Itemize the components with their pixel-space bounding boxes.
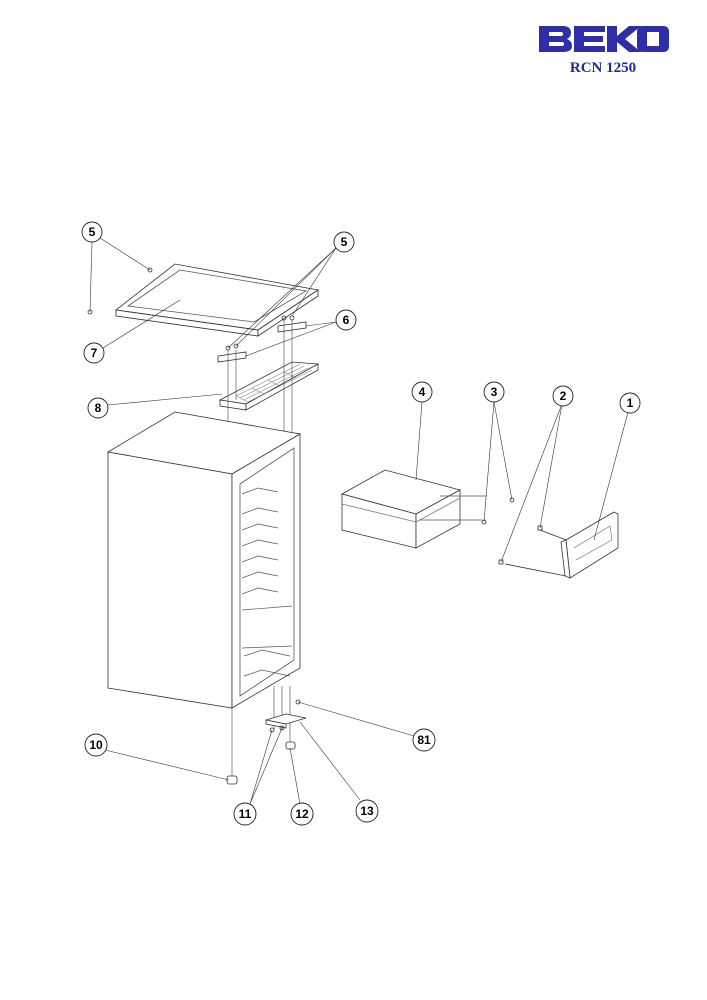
callout-1: 1 [619,392,641,414]
foot-part [226,741,296,785]
svg-text:5: 5 [341,235,348,249]
svg-text:13: 13 [360,804,374,818]
drawer-screw-part [420,495,515,525]
svg-text:1: 1 [627,396,634,410]
front-panel-part [504,511,619,579]
callout-6: 6 [335,309,357,331]
bottom-screw-part [269,699,301,733]
beko-logo [537,24,671,54]
callout-5-left: 5 [81,221,103,243]
callout-3: 3 [483,381,505,403]
svg-text:10: 10 [89,738,103,752]
callout-4: 4 [411,381,433,403]
svg-text:2: 2 [560,389,567,403]
svg-text:3: 3 [491,385,498,399]
hinge-bracket-part [217,321,307,363]
callout-13: 13 [355,799,379,823]
svg-text:4: 4 [419,385,426,399]
callout-8: 8 [87,397,109,419]
top-panel-part [115,263,320,337]
cabinet-body-part [106,411,302,709]
svg-text:12: 12 [295,807,309,821]
leader-lines [89,237,629,805]
svg-text:6: 6 [343,313,350,327]
front-panel-screw-part [498,525,543,565]
model-number: RCN 1250 [569,60,637,76]
svg-text:81: 81 [417,733,431,747]
callout-12: 12 [290,802,314,826]
grille-part [218,361,320,411]
svg-text:5: 5 [89,225,96,239]
callout-2: 2 [552,385,574,407]
callout-5-right: 5 [333,231,355,253]
svg-text:11: 11 [239,807,252,821]
drawer-part [340,469,462,549]
callout-81: 81 [412,728,436,752]
bottom-hinge-part [265,713,307,729]
callout-11: 11 [233,802,257,826]
svg-text:8: 8 [95,401,102,415]
callout-7: 7 [83,342,105,364]
svg-text:7: 7 [91,346,98,360]
callout-10: 10 [84,733,108,757]
